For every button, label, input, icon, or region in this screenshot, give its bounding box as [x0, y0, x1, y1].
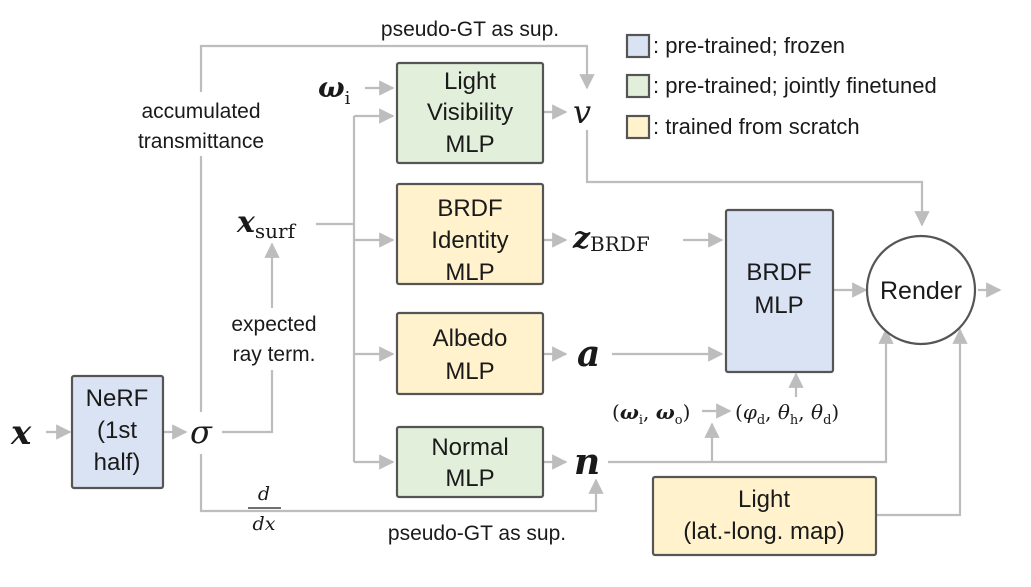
expected-ray-line-1: expected — [231, 313, 316, 336]
nerf-box: NeRF (1st half) — [70, 374, 165, 490]
render-circle — [865, 234, 977, 346]
arrow-transmittance-to-v — [199, 44, 595, 412]
normal-mlp-rect — [395, 425, 545, 499]
light-visibility-mlp-box: Light Visibility MLP — [395, 61, 545, 165]
legend-label-from-scratch: : trained from scratch — [653, 114, 860, 139]
nerf-line-1: NeRF — [86, 385, 149, 412]
sigma-symbol: σ — [190, 413, 213, 451]
transmittance-label-bg — [124, 92, 279, 156]
n-symbol: n — [574, 441, 600, 483]
derivative-numerator: d — [258, 483, 270, 505]
v-symbol: v — [573, 93, 591, 131]
light-map-line-2: (lat.-long. map) — [683, 518, 844, 545]
brdf-identity-line-2: Identity — [431, 227, 508, 254]
arrow-sigma-to-xsurf — [222, 242, 280, 434]
albedo-line-2: MLP — [445, 358, 494, 385]
arrow-light-to-render — [876, 328, 968, 517]
albedo-mlp-rect — [395, 311, 545, 396]
derivative-denominator: dx — [253, 513, 276, 535]
light-visibility-line-3: MLP — [445, 131, 494, 158]
nerf-box-rect — [70, 374, 165, 490]
brdf-mlp-line-2: MLP — [754, 292, 803, 319]
connections — [46, 44, 1002, 517]
legend-label-frozen: : pre-trained; frozen — [653, 33, 845, 58]
a-symbol: a — [577, 333, 600, 375]
normal-line-2: MLP — [445, 465, 494, 492]
annotations: pseudo-GT as sup. pseudo-GT as sup. accu… — [124, 18, 566, 545]
arrow-derivative-to-n — [199, 454, 604, 513]
derivative-symbol: d dx — [248, 483, 281, 535]
light-map-line-1: Light — [738, 486, 790, 513]
brdf-identity-mlp-box: BRDF Identity MLP — [395, 182, 545, 286]
brdf-mlp-line-1: BRDF — [746, 259, 811, 286]
albedo-mlp-box: Albedo MLP — [395, 311, 545, 396]
render-label: Render — [880, 277, 962, 305]
nerf-line-3: half) — [94, 449, 141, 476]
light-map-box: Light (lat.-long. map) — [651, 475, 878, 557]
legend: : pre-trained; frozen : pre-trained; joi… — [625, 33, 937, 140]
albedo-line-1: Albedo — [433, 325, 508, 352]
light-visibility-mlp-rect — [395, 61, 545, 165]
legend-swatch-frozen — [625, 33, 651, 59]
normal-line-1: Normal — [431, 434, 508, 461]
expected-ray-label-bg — [218, 308, 330, 370]
legend-label-jointly-finetuned: : pre-trained; jointly finetuned — [653, 73, 937, 98]
transmittance-line-2: transmittance — [138, 130, 264, 153]
arrow-v-to-render — [585, 130, 930, 227]
light-visibility-line-2: Visibility — [427, 99, 513, 126]
z-brdf-symbol: zBRDF — [572, 221, 650, 256]
brdf-identity-line-1: BRDF — [437, 195, 502, 222]
brdf-mlp-rect — [724, 208, 835, 374]
pseudo-gt-top-label: pseudo-GT as sup. — [381, 18, 559, 41]
brdf-identity-line-3: MLP — [445, 259, 494, 286]
light-map-rect — [651, 475, 878, 557]
normal-mlp-box: Normal MLP — [395, 425, 545, 499]
angles-symbol: (φd, θh, θd) — [735, 400, 839, 428]
brdf-mlp-box: BRDF MLP — [724, 208, 835, 374]
omega-i-symbol: ωi — [318, 71, 351, 109]
light-visibility-line-1: Light — [444, 68, 496, 95]
x-input-symbol: x — [10, 413, 32, 453]
nerf-line-2: (1st — [97, 417, 137, 444]
transmittance-line-1: accumulated — [141, 100, 260, 123]
expected-ray-line-2: ray term. — [233, 343, 316, 366]
omega-pair-symbol: (ωi, ωo) — [612, 400, 690, 428]
brdf-identity-mlp-rect — [395, 182, 545, 286]
pseudo-gt-bottom-label: pseudo-GT as sup. — [388, 522, 566, 545]
legend-swatch-jointly-finetuned — [625, 73, 651, 99]
x-surf-symbol: xsurf — [236, 205, 297, 243]
render-node: Render — [865, 234, 977, 346]
arrow-n-to-render — [608, 328, 894, 464]
legend-swatch-from-scratch — [625, 114, 651, 140]
